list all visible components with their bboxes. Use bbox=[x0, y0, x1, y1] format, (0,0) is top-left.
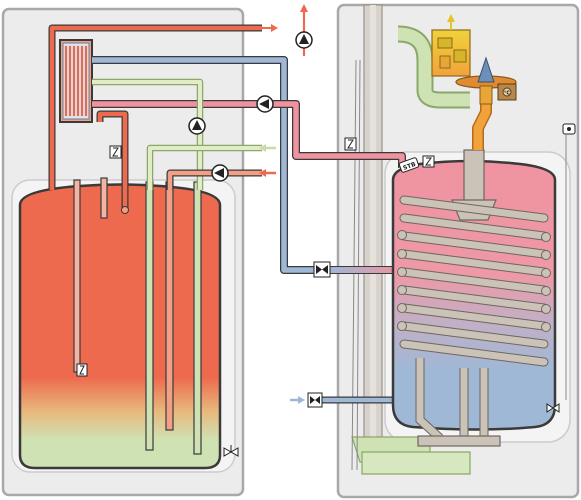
coil-ends bbox=[397, 230, 551, 332]
temperature-sensor-icon bbox=[422, 155, 435, 168]
left-storage-tank bbox=[18, 183, 222, 470]
arrow-icon bbox=[262, 24, 278, 32]
pump-icon bbox=[188, 117, 206, 135]
green-return-pipe bbox=[148, 146, 262, 190]
arrow-icon bbox=[259, 169, 276, 177]
flue-pipe bbox=[473, 100, 491, 150]
pump-icon bbox=[256, 95, 274, 113]
pump-icon bbox=[295, 31, 313, 49]
burner-motor: °C bbox=[497, 83, 517, 101]
exchanger-feed-pipe bbox=[97, 111, 128, 210]
column-base-foot bbox=[361, 451, 471, 475]
temperature-sensor-icon bbox=[76, 363, 88, 377]
valve-icon bbox=[307, 392, 323, 408]
stb-label: STB bbox=[398, 157, 420, 173]
pipe-end bbox=[121, 206, 129, 214]
temperature-sensor-icon bbox=[109, 145, 122, 159]
arrow-icon bbox=[300, 4, 308, 12]
burner-fan bbox=[455, 56, 517, 105]
temperature-sensor-icon bbox=[344, 137, 357, 151]
hot-inlet-pipe bbox=[167, 170, 262, 190]
pipe-transition bbox=[330, 267, 400, 273]
coil-return-pipe bbox=[416, 358, 488, 441]
svg-text:°C: °C bbox=[504, 91, 511, 97]
heater-column bbox=[463, 149, 485, 203]
coil-bottom-manifold bbox=[417, 435, 501, 447]
valve-icon bbox=[313, 261, 331, 278]
gas-valve-block bbox=[431, 14, 471, 77]
air-duct bbox=[397, 27, 470, 107]
svg-text:STB: STB bbox=[402, 161, 417, 172]
circulation-pipe bbox=[92, 101, 405, 168]
hot-pipe bbox=[49, 25, 262, 190]
heat-exchanger-icon bbox=[59, 39, 93, 123]
green-loop-pipe bbox=[92, 80, 202, 190]
pump-icon bbox=[211, 164, 229, 182]
valve-icon bbox=[546, 403, 560, 413]
left-tank-internal-tubes bbox=[73, 177, 202, 455]
heating-coil bbox=[399, 195, 549, 367]
arrow-icon bbox=[259, 144, 276, 152]
vertical-column-inner bbox=[370, 5, 376, 437]
arrow-icon bbox=[290, 396, 305, 404]
valve-icon bbox=[223, 445, 239, 457]
thermostat-icon bbox=[562, 123, 576, 400]
